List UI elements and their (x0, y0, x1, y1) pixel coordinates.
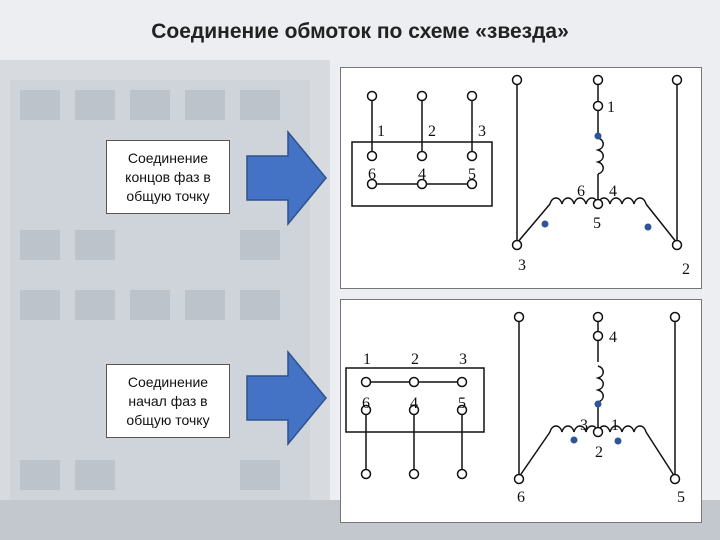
star-label-end-left: 6 (517, 489, 525, 506)
box-label-top: 1 (363, 351, 371, 368)
caption-ends-connection: Соединение концов фаз в общую точку (106, 140, 230, 214)
diagram-panel-starts: 1 2 3 6 4 5 4 3 1 2 6 5 (340, 299, 702, 523)
star-label-center-left: 6 (577, 183, 585, 200)
arrow-right-icon (246, 130, 327, 226)
box-label-top: 2 (428, 123, 436, 140)
arrow-right-icon (246, 350, 327, 446)
star-label-center-bottom: 5 (593, 215, 601, 232)
star-label-center-right: 4 (609, 183, 617, 200)
star-label-center-right: 1 (611, 417, 619, 434)
box-label-bottom: 4 (410, 395, 418, 412)
box-label-bottom: 4 (418, 166, 426, 183)
star-diagram-ends: 1 2 3 6 4 5 1 6 4 5 3 2 (351, 74, 690, 278)
star-label-center-left: 3 (580, 417, 588, 434)
caption-ends-text: Соединение концов фаз в общую точку (125, 149, 211, 204)
box-label-top: 3 (459, 351, 467, 368)
box-label-top: 1 (377, 123, 385, 140)
box-label-bottom: 5 (458, 395, 466, 412)
box-label-top: 3 (478, 123, 486, 140)
caption-starts-text: Соединение начал фаз в общую точку (126, 373, 210, 428)
star-label-end-right: 5 (677, 489, 685, 506)
page-title: Соединение обмоток по схеме «звезда» (151, 20, 569, 43)
star-label-end-left: 3 (518, 257, 526, 274)
caption-starts-connection: Соединение начал фаз в общую точку (106, 364, 230, 438)
diagram-panel-ends: 1 2 3 6 4 5 1 6 4 5 3 2 (340, 67, 702, 289)
box-label-bottom: 5 (468, 166, 476, 183)
star-label-start: 1 (607, 99, 615, 116)
box-label-bottom: 6 (368, 166, 376, 183)
star-diagram-starts: 1 2 3 6 4 5 4 3 1 2 6 5 (345, 311, 685, 506)
box-label-bottom: 6 (362, 395, 370, 412)
box-label-top: 2 (411, 351, 419, 368)
star-label-center-bottom: 2 (595, 444, 603, 461)
star-label-end-right: 2 (682, 261, 690, 278)
star-label-start: 4 (609, 329, 617, 346)
